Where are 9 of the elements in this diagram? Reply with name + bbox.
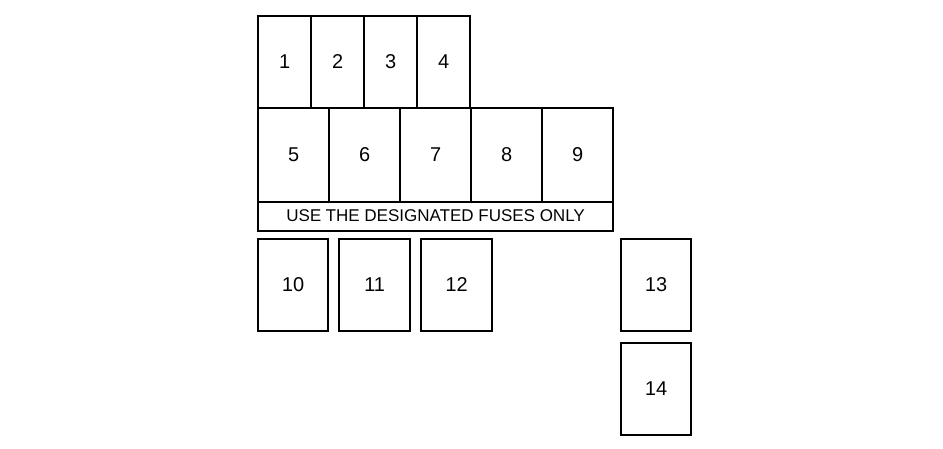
fuse-slot: 12 — [420, 238, 493, 332]
fuse-slot: 11 — [338, 238, 411, 332]
fuse-slot: 10 — [257, 238, 329, 332]
fuse-slot: 1 — [257, 15, 312, 109]
fuse-slot: 13 — [620, 238, 692, 332]
fuse-slot: 9 — [541, 107, 614, 203]
fuse-slot: 4 — [416, 15, 471, 109]
notice-strip: USE THE DESIGNATED FUSES ONLY — [257, 201, 614, 232]
fuse-slot: 14 — [620, 342, 692, 436]
